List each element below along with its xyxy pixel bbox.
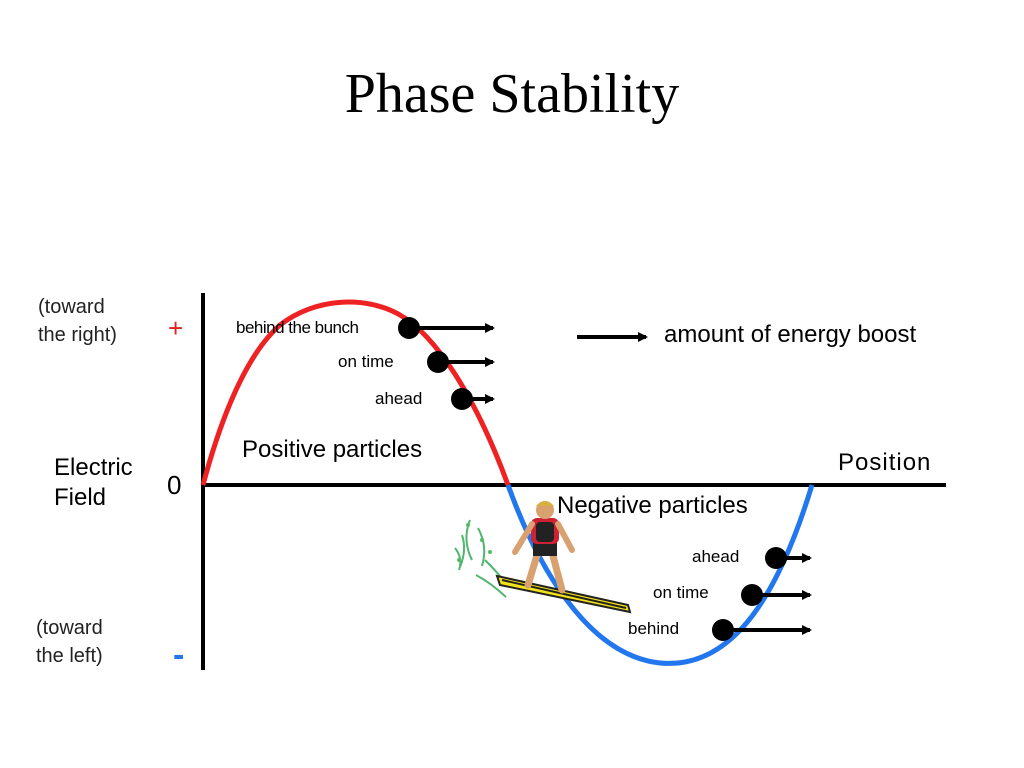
legend-text: amount of energy boost (664, 321, 917, 348)
bottom-direction-note: (toward the left) (36, 614, 103, 670)
negative-label-ahead: ahead (692, 547, 740, 566)
zero-label: 0 (167, 470, 182, 500)
positive-label-on-time: on time (338, 352, 394, 371)
top-direction-note: (toward the right) (38, 293, 117, 349)
negative-label-behind: behind (628, 619, 680, 638)
negative-particle-on-time (741, 584, 812, 606)
y-label-line1: Electric (54, 454, 133, 481)
positive-label-behind: behind the bunch (236, 318, 359, 337)
top-note-line2: the right) (38, 324, 117, 346)
bottom-note-line2: the left) (36, 645, 103, 667)
positive-label-ahead: ahead (375, 389, 423, 408)
negative-wave (505, 484, 815, 666)
positive-particle-on-time (427, 351, 495, 373)
y-label-line2: Field (54, 484, 107, 511)
y-axis-label: Electric Field (54, 453, 133, 513)
negative-particle-ahead (765, 547, 812, 569)
positive-particle-ahead (451, 388, 495, 410)
x-axis-label: Position (838, 449, 932, 476)
negative-particle-behind (712, 619, 812, 641)
positive-particle-behind (398, 317, 495, 339)
negative-label-on-time: on time (653, 583, 709, 602)
top-note-line1: (toward (38, 296, 105, 318)
minus-sign: - (173, 636, 185, 674)
bottom-note-line1: (toward (36, 617, 103, 639)
positive-heading: Positive particles (242, 436, 423, 463)
plus-sign: + (168, 313, 184, 343)
surfer-icon (454, 501, 632, 614)
slide-title: Phase Stability (344, 63, 680, 125)
positive-wave (200, 299, 511, 486)
negative-heading: Negative particles (557, 492, 748, 519)
